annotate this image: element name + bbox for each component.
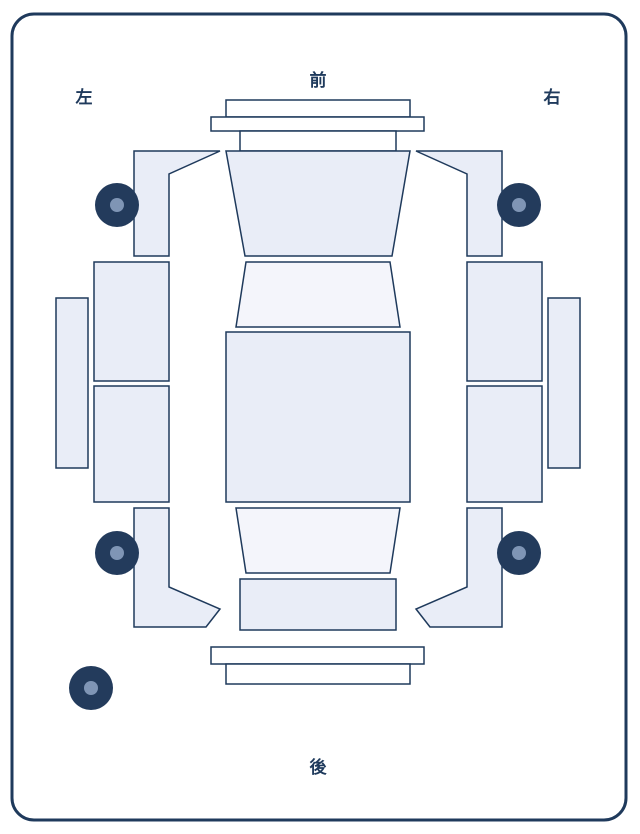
rear-bumper-lower[interactable] [225,663,411,685]
rear-left-quarter[interactable] [133,507,222,628]
front-right-fender[interactable] [415,150,503,257]
rear-bumper-upper[interactable] [210,646,425,665]
front-left-wheel-icon[interactable] [95,183,139,227]
left-rocker-panel[interactable] [55,297,89,469]
left-label: 左 [76,87,93,108]
front-left-door[interactable] [93,261,170,382]
front-left-fender[interactable] [133,150,221,257]
spare-wheel-icon[interactable] [69,666,113,710]
hood-panel[interactable] [225,150,411,257]
front-bumper-lower[interactable] [210,116,425,132]
right-label: 右 [544,87,561,108]
front-label: 前 [310,70,327,91]
rear-window-panel[interactable] [235,507,401,574]
rear-label: 後 [310,757,328,778]
front-right-door[interactable] [466,261,543,382]
front-right-wheel-icon[interactable] [497,183,541,227]
trunk-panel[interactable] [239,578,397,631]
rear-left-door[interactable] [93,385,170,503]
rear-left-wheel-icon[interactable] [95,531,139,575]
windshield-panel[interactable] [235,261,401,328]
right-rocker-panel[interactable] [547,297,581,469]
rear-right-quarter[interactable] [414,507,503,628]
rear-right-door[interactable] [466,385,543,503]
front-bumper-upper[interactable] [225,99,411,118]
roof-panel[interactable] [225,331,411,503]
rear-right-wheel-icon[interactable] [497,531,541,575]
front-grille[interactable] [239,130,397,152]
